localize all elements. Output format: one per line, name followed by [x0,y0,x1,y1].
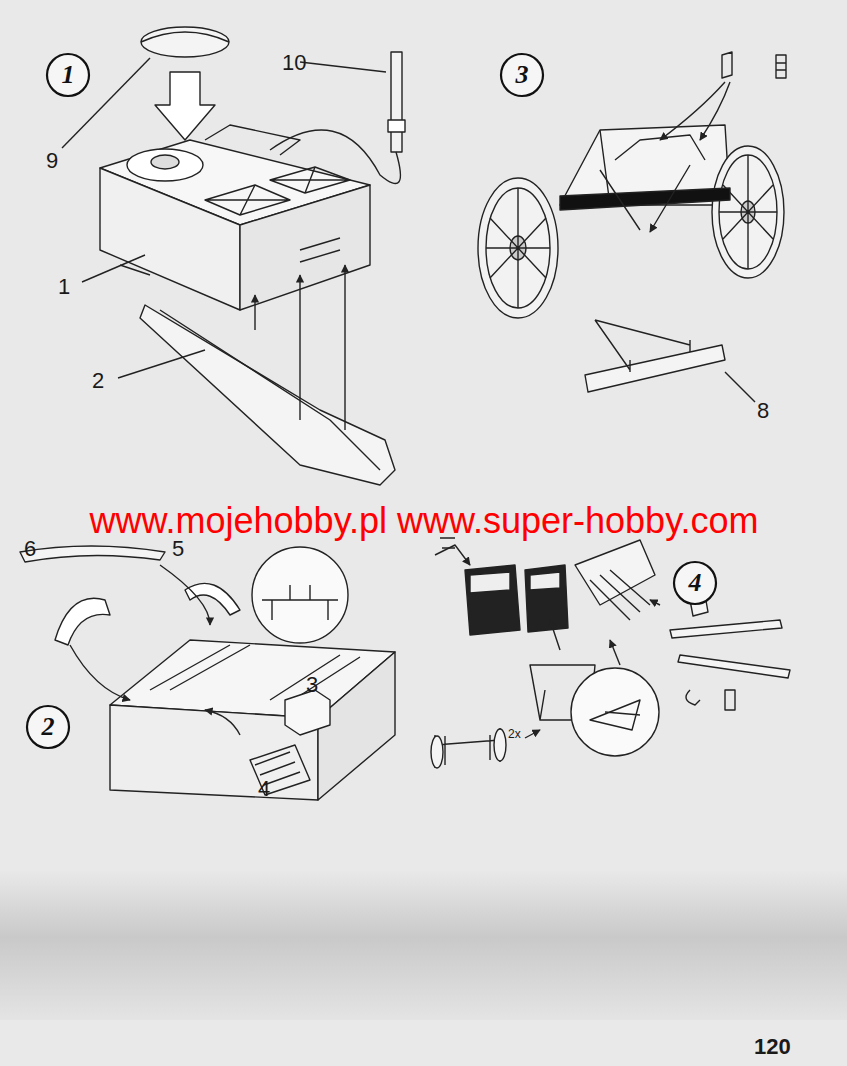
callout-number: 6 [24,538,36,560]
callout-number: 2 [92,370,104,392]
callout-number: 9 [46,150,58,172]
step-circle: 1 [45,52,91,98]
callout-number: 5 [172,538,184,560]
callout-number: 8 [757,400,769,422]
callout-number: 10 [282,52,306,74]
step-circle: 3 [499,52,545,98]
step-number: 3 [499,60,545,90]
callout-number: 4 [258,778,270,800]
step-circle: 2 [25,704,71,750]
callout-number: 3 [306,674,318,696]
watermark: www.mojehobby.pl www.super-hobby.com [90,503,759,539]
page-number: 120 [754,1036,791,1058]
step-number: 2 [25,712,71,742]
step-circle: 4 [672,560,718,606]
step-number: 4 [672,568,718,598]
quantity-note: 2x [508,728,521,740]
step-number: 1 [45,60,91,90]
callout-number: 1 [58,276,70,298]
